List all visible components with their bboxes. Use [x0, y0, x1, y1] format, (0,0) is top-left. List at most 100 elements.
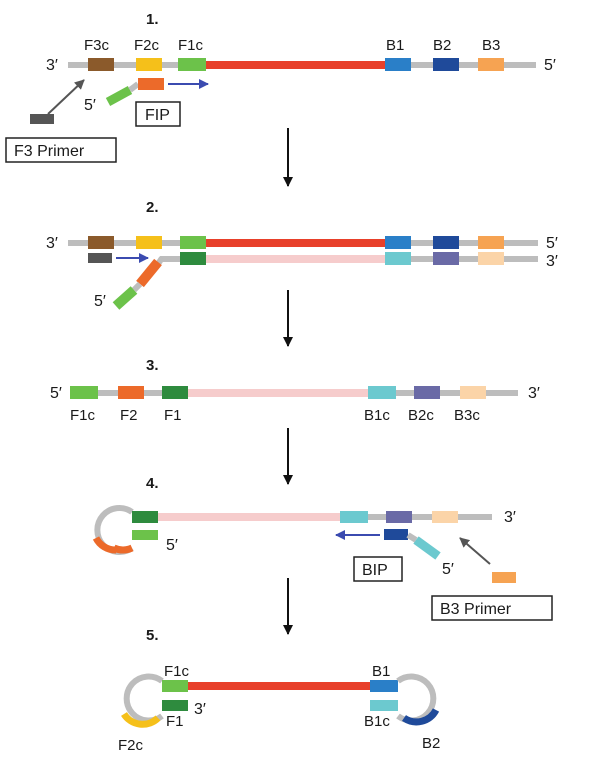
b3-binding-arrow	[459, 537, 491, 565]
f3-primer-box	[5, 137, 117, 163]
step-number: 2.	[146, 199, 159, 216]
fip-f2	[138, 78, 164, 90]
bip-b2	[384, 529, 408, 540]
segment-b3c	[432, 511, 458, 523]
label-f2c: F2c	[118, 737, 144, 754]
label-b1c: B1c	[364, 713, 390, 730]
f3-primer-label: F3 Primer	[14, 143, 85, 160]
fip-box	[135, 101, 181, 127]
segment-b1c	[368, 386, 396, 399]
label-b2c: B2c	[408, 407, 434, 424]
label-f2: F2	[120, 407, 138, 424]
segment-f1	[162, 700, 188, 711]
label-b3: B3	[482, 37, 500, 54]
strand-end-5: 5′	[166, 537, 178, 554]
label-b3c: B3c	[454, 407, 480, 424]
strand-end-3: 3′	[46, 235, 58, 252]
label-f1c: F1c	[164, 663, 190, 680]
loop-b2	[402, 708, 440, 726]
label-f1c: F1c	[70, 407, 96, 424]
label-b1c: B1c	[364, 407, 390, 424]
segment-f3c	[88, 58, 114, 71]
segment-b1c	[340, 511, 368, 523]
fip-f1c-tail	[105, 86, 133, 106]
fip-label: FIP	[145, 107, 170, 124]
displaced-f2	[136, 258, 162, 288]
segment-b2	[433, 58, 459, 71]
segment-b2c	[386, 511, 412, 523]
segment-b1	[370, 680, 398, 692]
b3-primer-segment	[492, 572, 516, 583]
bip-box	[353, 556, 403, 582]
strand-end-3: 3′	[528, 385, 540, 402]
segment-b1	[385, 58, 411, 71]
bip-linker	[406, 532, 418, 543]
segment-b3c	[460, 386, 486, 399]
loop-f2-arc	[92, 536, 117, 554]
f3-primer-segment	[88, 253, 112, 263]
f3-primer-segment	[30, 114, 54, 124]
label-b1: B1	[372, 663, 390, 680]
label-f3c: F3c	[84, 37, 110, 54]
target-region	[205, 61, 385, 69]
step-number: 5.	[146, 627, 159, 644]
step-number: 4.	[146, 475, 159, 492]
label-b1: B1	[386, 37, 404, 54]
segment-f2	[118, 386, 144, 399]
segment-f1	[132, 511, 158, 523]
target-region	[205, 239, 385, 247]
bip-label: BIP	[362, 562, 388, 579]
segment-f1c	[180, 236, 206, 249]
segment-b2c	[414, 386, 440, 399]
b3-primer-box	[431, 595, 553, 621]
segment-f1	[180, 252, 206, 265]
segment-f1	[162, 386, 188, 399]
bip-b1c-tail	[413, 536, 441, 560]
segment-b1c	[385, 252, 411, 265]
step-5: 5. F1c F1 3′ F2c B1 B1c B2	[118, 627, 440, 754]
displaced-linker	[131, 281, 143, 293]
loop-f2c	[121, 711, 161, 728]
strand-end-3: 3′	[504, 509, 516, 526]
segment-f2c	[136, 58, 162, 71]
step-2: 2. 3′ 5′ 3′ 5′	[46, 199, 558, 310]
label-f2c: F2c	[134, 37, 160, 54]
segment-f1c	[178, 58, 206, 71]
segment-f1c	[70, 386, 98, 399]
stem-target	[188, 682, 370, 690]
fip-end-5: 5′	[84, 97, 96, 114]
segment-f3c	[88, 236, 114, 249]
strand-end-5: 5′	[546, 235, 558, 252]
loop-f2	[112, 544, 134, 554]
segment-f1c	[132, 530, 158, 540]
label-f1: F1	[166, 713, 184, 730]
step-number: 1.	[146, 11, 159, 28]
segment-b3	[478, 236, 504, 249]
left-loop	[123, 673, 164, 724]
strand-end-5-displaced: 5′	[94, 293, 106, 310]
strand-copy	[188, 389, 368, 397]
new-strand-copy	[205, 255, 385, 263]
bip-end-5: 5′	[442, 561, 454, 578]
segment-b2c	[433, 252, 459, 265]
step-4: 4. 3′ 5′ 5′ BIP B3 Primer	[92, 475, 553, 621]
segment-f1c	[162, 680, 188, 692]
label-b2: B2	[422, 735, 440, 752]
label-f1: F1	[164, 407, 182, 424]
segment-b2	[433, 236, 459, 249]
segment-b3c	[478, 252, 504, 265]
step-1: 1. F3c F2c F1c B1 B2 B3 3′ 5′ 5′ FIP F3 …	[5, 11, 556, 163]
right-loop	[396, 673, 437, 724]
strand-copy	[158, 513, 340, 521]
segment-b1c	[370, 700, 398, 711]
step-number: 3.	[146, 357, 159, 374]
segment-f2c	[136, 236, 162, 249]
label-b2: B2	[433, 37, 451, 54]
strand-end-5: 5′	[50, 385, 62, 402]
segment-b1	[385, 236, 411, 249]
b3-primer-label: B3 Primer	[440, 601, 512, 618]
strand-end-3-bottom: 3′	[546, 253, 558, 270]
fip-linker	[128, 81, 140, 93]
strand-end-3: 3′	[194, 701, 206, 718]
